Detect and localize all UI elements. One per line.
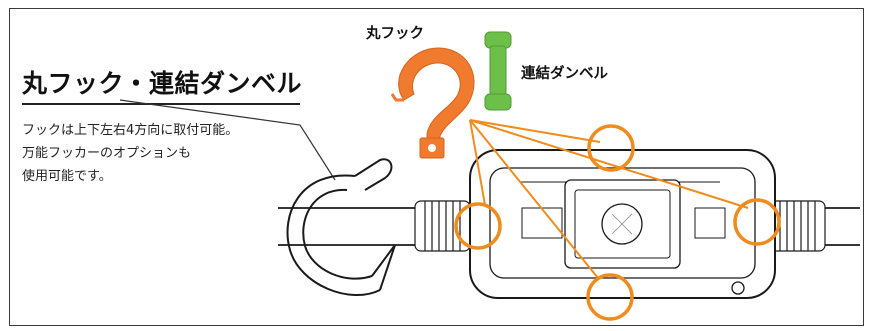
round-hook-label: 丸フック [366, 26, 424, 42]
description: フックは上下左右4方向に取付可能。 万能フッカーのオプションも 使用可能です。 [22, 119, 238, 188]
cable-right [820, 207, 860, 246]
title-underline [22, 103, 300, 105]
connecting-dumbbell-icon [484, 31, 512, 111]
strain-relief-right [769, 200, 826, 252]
description-line-2: 万能フッカーのオプションも [22, 146, 192, 161]
attachment-pointer-lines [469, 119, 749, 279]
description-line-3: 使用可能です。 [22, 169, 112, 184]
round-hook-icon [390, 47, 475, 159]
attachment-markers [454, 124, 781, 321]
callout-leader-line [119, 99, 336, 181]
dumbbell-label: 連結ダンベル [521, 66, 608, 82]
strain-relief-left [414, 200, 471, 252]
description-line-1: フックは上下左右4方向に取付可能。 [22, 123, 239, 138]
page-title: 丸フック・連結ダンベル [22, 69, 303, 98]
marker-left [454, 202, 502, 250]
attached-hook-drawing [286, 158, 396, 296]
marker-bottom [586, 273, 634, 321]
device-body [469, 149, 776, 299]
marker-top [587, 124, 635, 172]
marker-right [733, 198, 781, 246]
illustration-frame [9, 8, 864, 326]
cable-left [278, 207, 430, 246]
